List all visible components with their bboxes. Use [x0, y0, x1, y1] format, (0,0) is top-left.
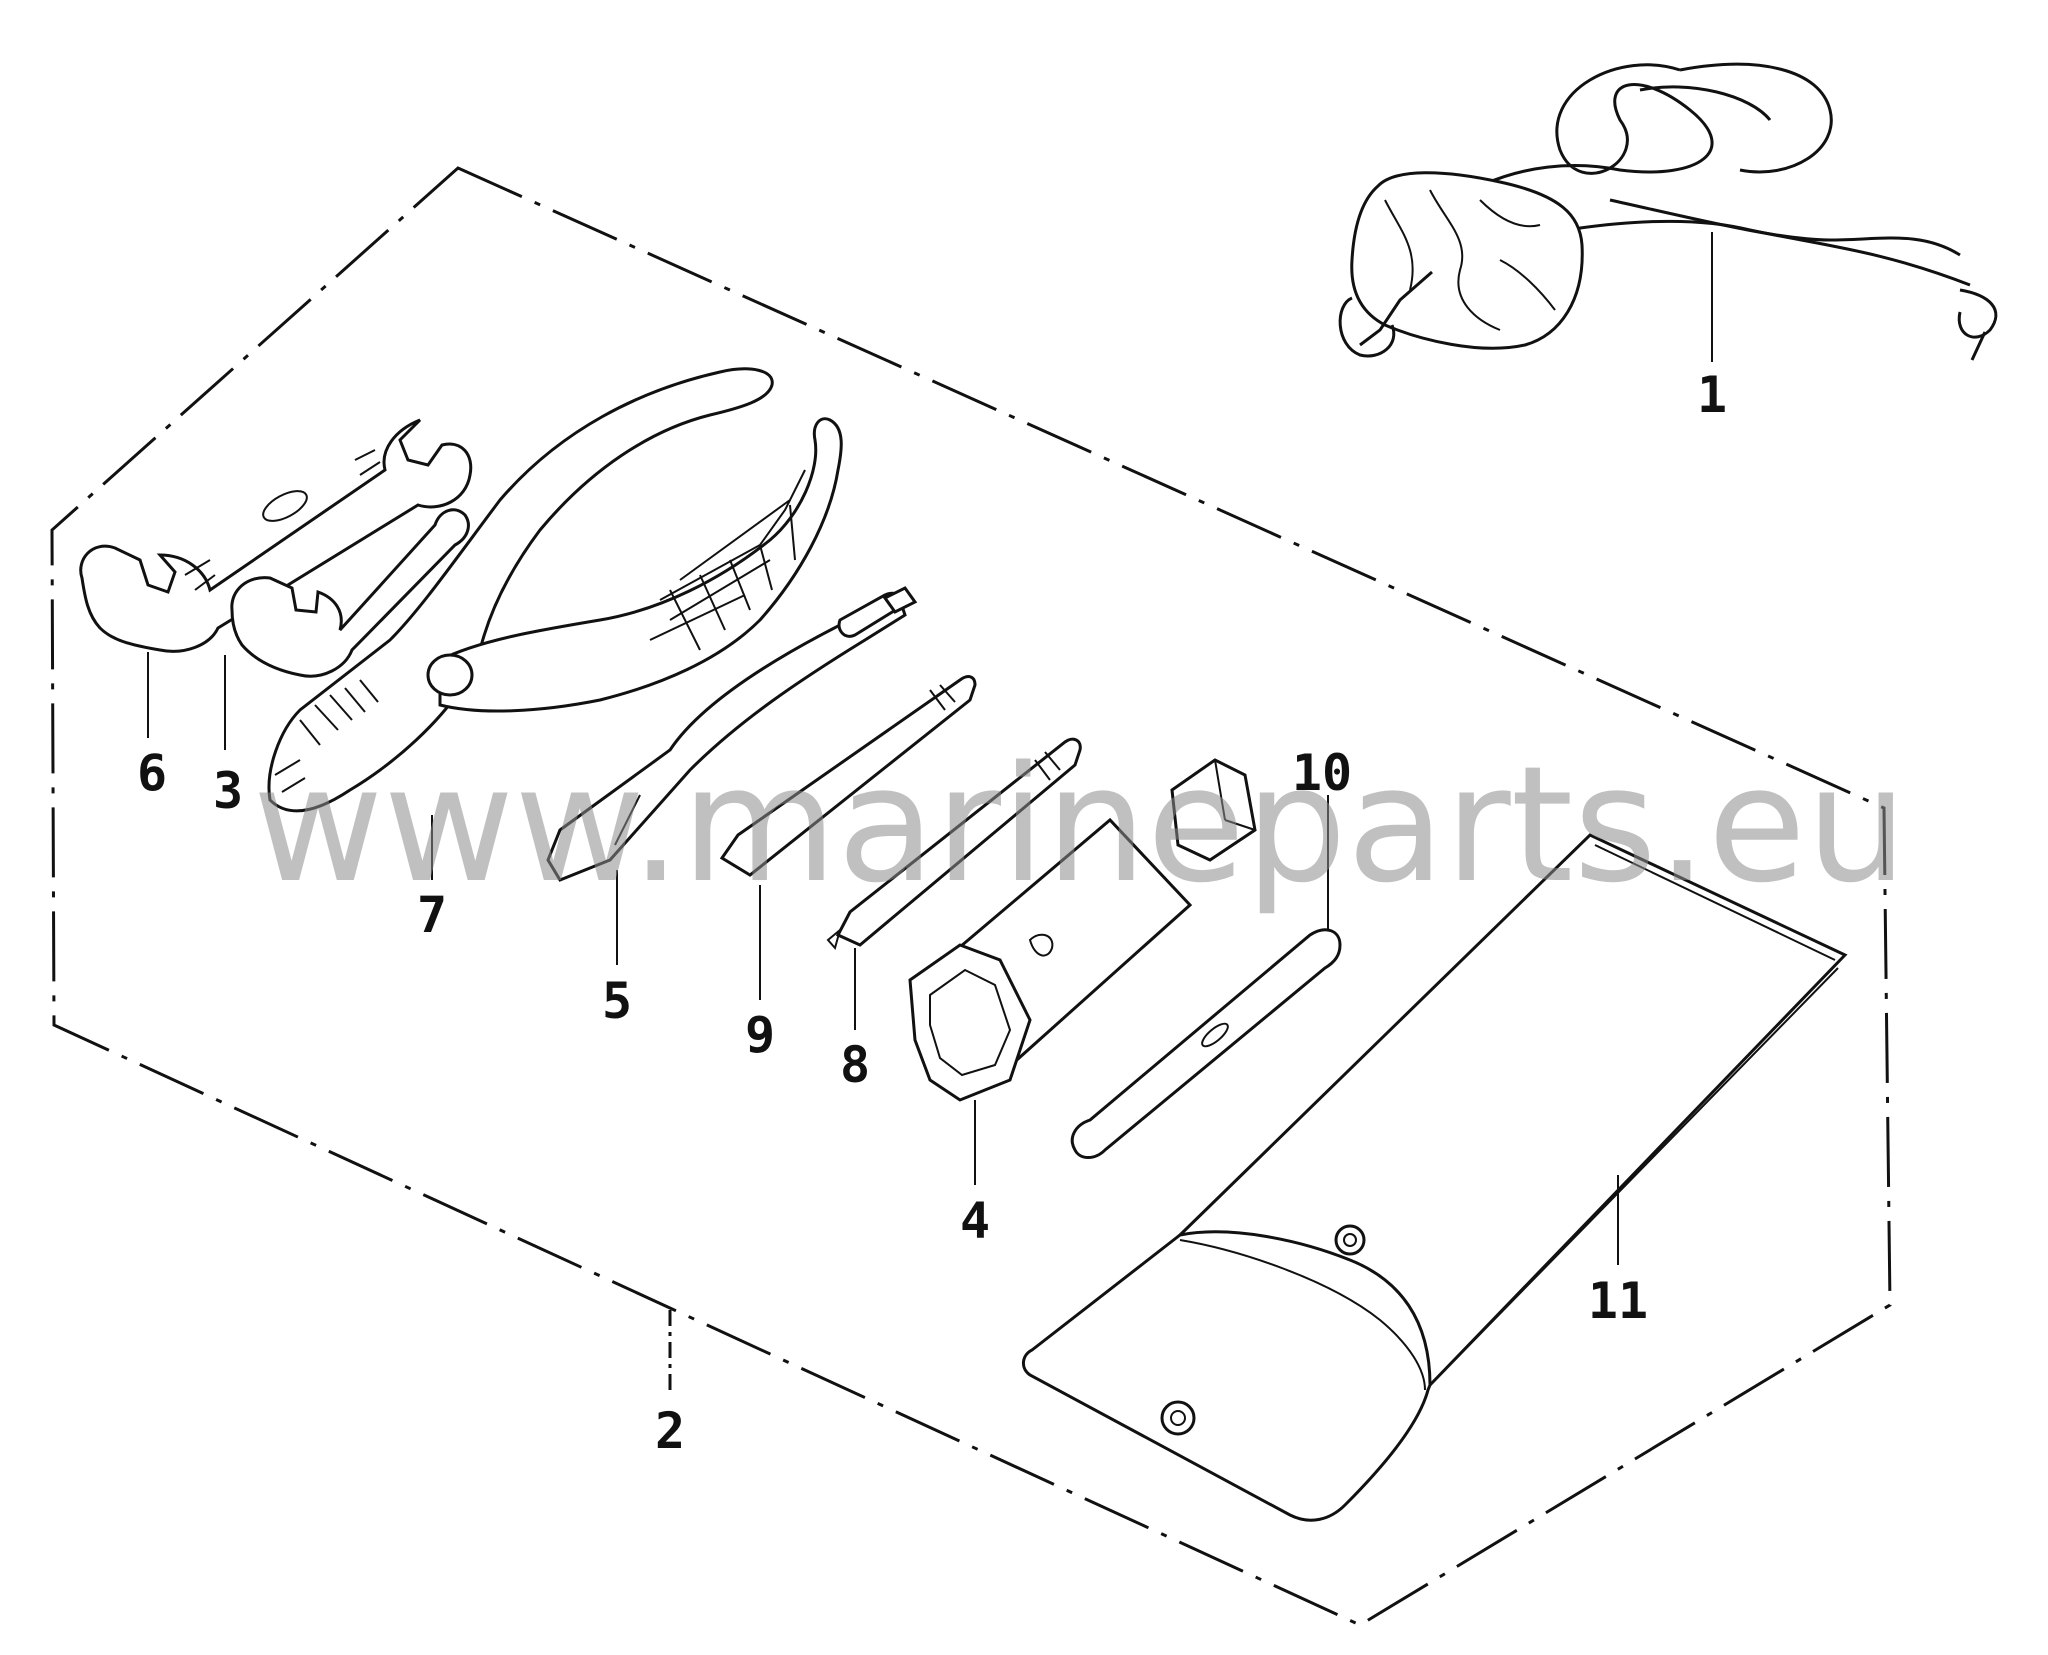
pliers-icon [267, 367, 843, 880]
starter-rope-icon [1338, 62, 1998, 362]
part-label-1: 1 [1697, 366, 1727, 424]
part-label-2: 2 [655, 1402, 685, 1460]
part-label-10: 10 [1292, 744, 1352, 802]
screwdriver-shaft-icon [719, 675, 977, 1000]
part-label-4: 4 [960, 1192, 990, 1250]
phillips-bit-icon [826, 737, 1082, 1030]
part-label-6: 6 [137, 744, 167, 802]
watermark-text: www.marineparts.eu [253, 731, 1908, 918]
handle-bar-icon [1070, 795, 1342, 1159]
spark-plug-wrench-icon [908, 758, 1257, 1185]
part-label-9: 9 [745, 1006, 775, 1064]
tool-kit-outline [50, 166, 1892, 1627]
single-wrench-icon [224, 508, 470, 750]
part-label-7: 7 [417, 886, 447, 944]
screwdriver-icon [546, 586, 918, 965]
part-label-3: 3 [213, 762, 243, 820]
part-label-8: 8 [840, 1036, 870, 1094]
part-label-5: 5 [602, 972, 632, 1030]
double-wrench-icon [79, 418, 473, 738]
tool-bag-icon [1022, 833, 1848, 1522]
part-label-11: 11 [1588, 1272, 1648, 1330]
